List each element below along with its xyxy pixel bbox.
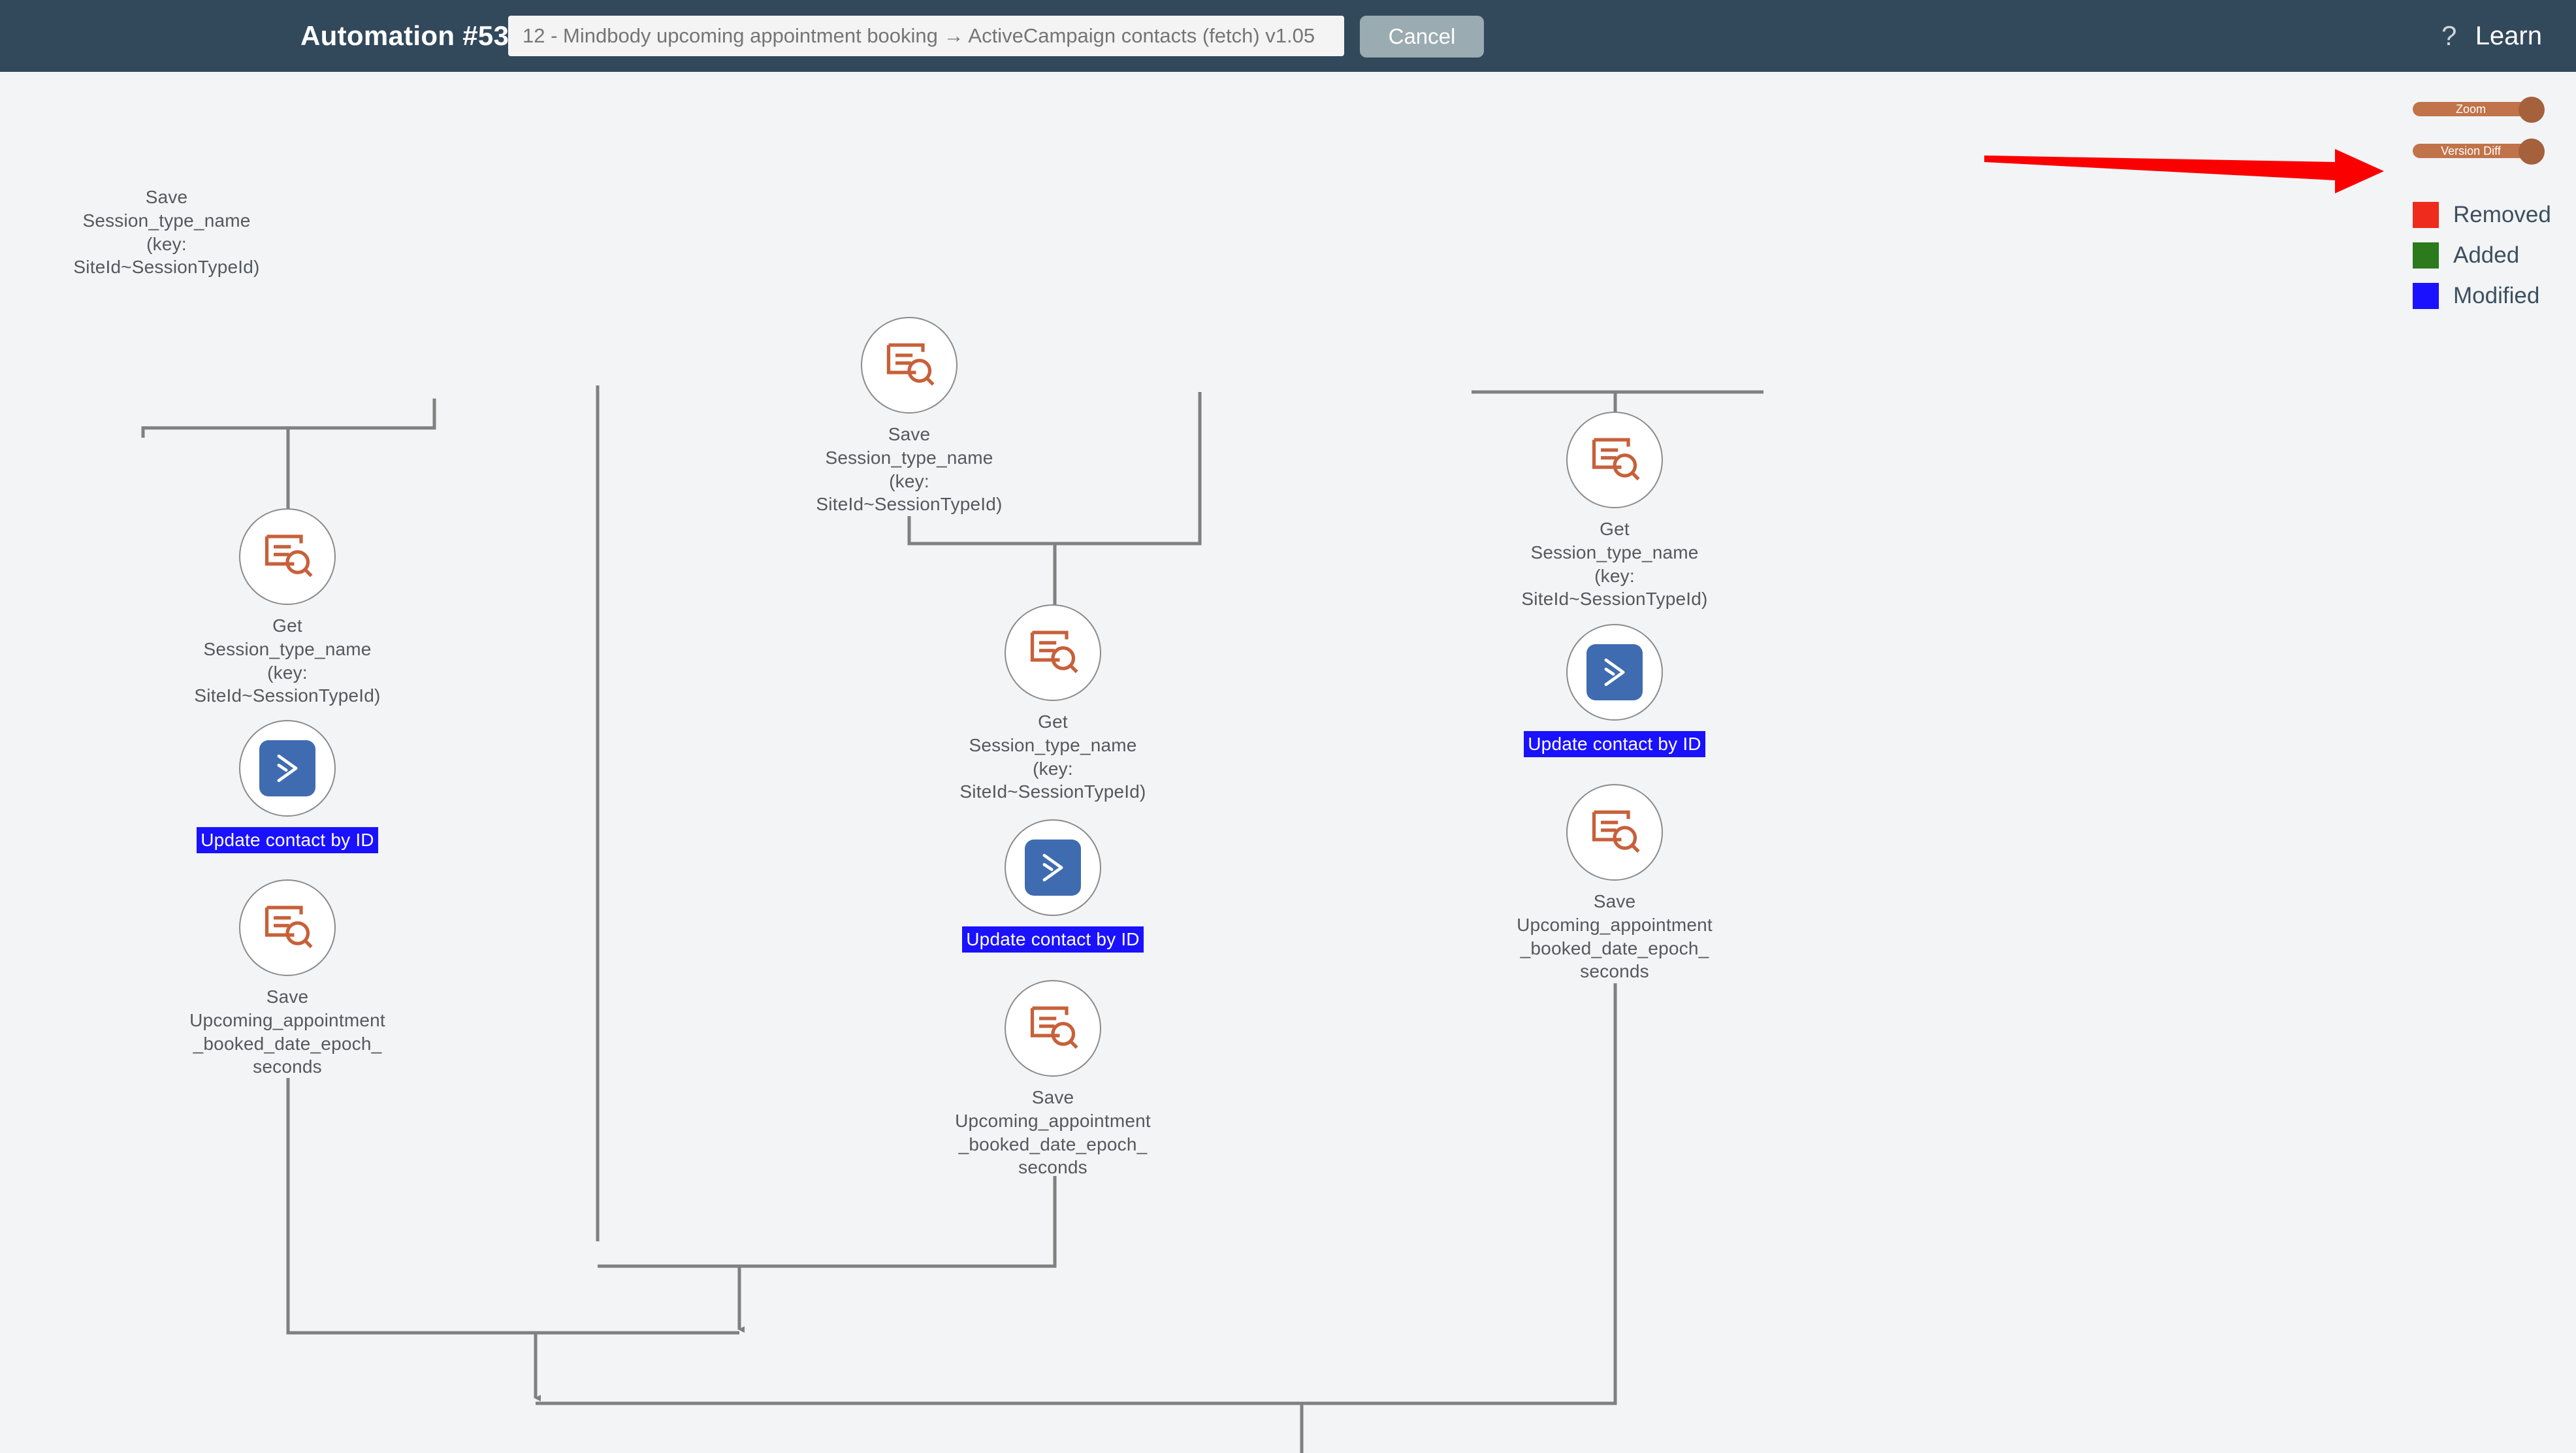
legend-item-added: Added: [2413, 235, 2569, 276]
document-search-icon: [1025, 624, 1080, 682]
zoom-slider-track[interactable]: [2413, 102, 2529, 116]
node-circle[interactable]: [1566, 784, 1663, 881]
node-circle[interactable]: [1005, 980, 1101, 1077]
node-circle[interactable]: [1566, 624, 1663, 721]
node-label: Update contact by ID: [962, 926, 1144, 953]
version-diff-slider-thumb[interactable]: [2519, 139, 2545, 165]
top-bar: Automation #5316 Cancel ? Learn: [0, 0, 2576, 72]
document-search-icon: [882, 336, 937, 395]
activecampaign-logo-icon: [259, 740, 315, 796]
flowchart-edges: [141, 385, 1763, 1453]
node-label: Get Session_type_name (key: SiteId~Sessi…: [1521, 519, 1708, 610]
node-label-wrap: Update contact by ID: [1517, 721, 1713, 757]
node-circle[interactable]: [1005, 604, 1101, 701]
node-label: Save Session_type_name (key: SiteId~Sess…: [816, 424, 1003, 515]
flow-node-c2-save-session[interactable]: Save Session_type_name (key: SiteId~Sess…: [811, 317, 1007, 516]
node-label: Save Upcoming_appointment_booked_date_ep…: [189, 987, 385, 1077]
flow-node-c2-update-contact[interactable]: Update contact by ID: [955, 819, 1151, 953]
node-label: Get Session_type_name (key: SiteId~Sessi…: [194, 615, 381, 706]
document-search-icon: [260, 528, 315, 586]
node-circle[interactable]: [239, 508, 336, 605]
node-label: Update contact by ID: [197, 827, 378, 853]
legend-item-modified: Modified: [2413, 276, 2569, 316]
node-label-wrap: Get Session_type_name (key: SiteId~Sessi…: [189, 605, 385, 708]
node-label-wrap: Save Upcoming_appointment_booked_date_ep…: [955, 1077, 1151, 1179]
legend-label-modified: Modified: [2453, 283, 2540, 308]
version-diff-slider-track[interactable]: [2413, 144, 2529, 158]
node-circle[interactable]: [1566, 412, 1663, 508]
legend-swatch-removed: [2413, 202, 2439, 228]
page-title: Automation #5316: [300, 20, 540, 51]
legend-swatch-modified: [2413, 283, 2439, 309]
node-label-wrap: Get Session_type_name (key: SiteId~Sessi…: [1517, 508, 1713, 611]
automation-name-input[interactable]: [508, 16, 1344, 56]
node-label-wrap: Save Upcoming_appointment_booked_date_ep…: [1517, 881, 1713, 983]
help-question-icon: ?: [2441, 20, 2457, 51]
node-label-wrap: Save Upcoming_appointment_booked_date_ep…: [189, 976, 385, 1079]
node-label: Save Upcoming_appointment_booked_date_ep…: [1517, 891, 1713, 982]
legend-item-removed: Removed: [2413, 195, 2569, 235]
document-search-icon: [260, 899, 315, 957]
node-label: Save Upcoming_appointment_booked_date_ep…: [955, 1087, 1151, 1178]
activecampaign-logo-icon: [1025, 840, 1081, 896]
zoom-slider[interactable]: Zoom: [2413, 97, 2545, 123]
node-circle[interactable]: [861, 317, 958, 414]
flow-node-c2-get-session[interactable]: Get Session_type_name (key: SiteId~Sessi…: [955, 604, 1151, 804]
flow-node-c3-get-session[interactable]: Get Session_type_name (key: SiteId~Sessi…: [1517, 412, 1713, 611]
learn-label: Learn: [2475, 21, 2542, 50]
node-label-wrap: Update contact by ID: [955, 916, 1151, 953]
flow-node-c1-save-session[interactable]: Save Session_type_name (key: SiteId~Sess…: [69, 176, 265, 279]
version-diff-slider[interactable]: Version Diff: [2413, 139, 2545, 165]
document-search-icon: [1025, 1000, 1080, 1058]
flow-node-c3-save-upcoming[interactable]: Save Upcoming_appointment_booked_date_ep…: [1517, 784, 1713, 983]
activecampaign-logo-icon: [1586, 644, 1643, 700]
node-label-wrap: Save Session_type_name (key: SiteId~Sess…: [69, 176, 265, 279]
node-circle[interactable]: [239, 879, 336, 976]
flow-node-c3-update-contact[interactable]: Update contact by ID: [1517, 624, 1713, 757]
document-search-icon: [1587, 804, 1642, 862]
legend-label-added: Added: [2453, 242, 2520, 268]
node-label: Update contact by ID: [1524, 731, 1705, 757]
zoom-slider-thumb[interactable]: [2519, 97, 2545, 123]
node-circle[interactable]: [1005, 819, 1101, 916]
document-search-icon: [1587, 431, 1642, 489]
flow-node-c1-get-session[interactable]: Get Session_type_name (key: SiteId~Sessi…: [189, 508, 385, 708]
cancel-button[interactable]: Cancel: [1360, 16, 1484, 57]
legend-swatch-added: [2413, 242, 2439, 269]
learn-button[interactable]: ? Learn: [2436, 0, 2542, 72]
node-label: Save Session_type_name (key: SiteId~Sess…: [73, 187, 260, 278]
version-diff-slider-label: Version Diff: [2441, 144, 2501, 157]
node-label-wrap: Get Session_type_name (key: SiteId~Sessi…: [955, 701, 1151, 804]
zoom-slider-label: Zoom: [2455, 102, 2486, 116]
node-label-wrap: Update contact by ID: [189, 817, 385, 853]
diff-legend: Removed Added Modified: [2413, 195, 2569, 316]
flow-node-c2-save-upcoming[interactable]: Save Upcoming_appointment_booked_date_ep…: [955, 980, 1151, 1179]
flow-node-c1-update-contact[interactable]: Update contact by ID: [189, 720, 385, 853]
legend-label-removed: Removed: [2453, 202, 2551, 227]
flow-node-c1-save-upcoming[interactable]: Save Upcoming_appointment_booked_date_ep…: [189, 879, 385, 1079]
node-label-wrap: Save Session_type_name (key: SiteId~Sess…: [811, 414, 1007, 516]
flowchart-canvas[interactable]: Save Session_type_name (key: SiteId~Sess…: [0, 72, 2576, 1453]
node-label: Get Session_type_name (key: SiteId~Sessi…: [959, 711, 1146, 802]
node-circle[interactable]: [239, 720, 336, 817]
